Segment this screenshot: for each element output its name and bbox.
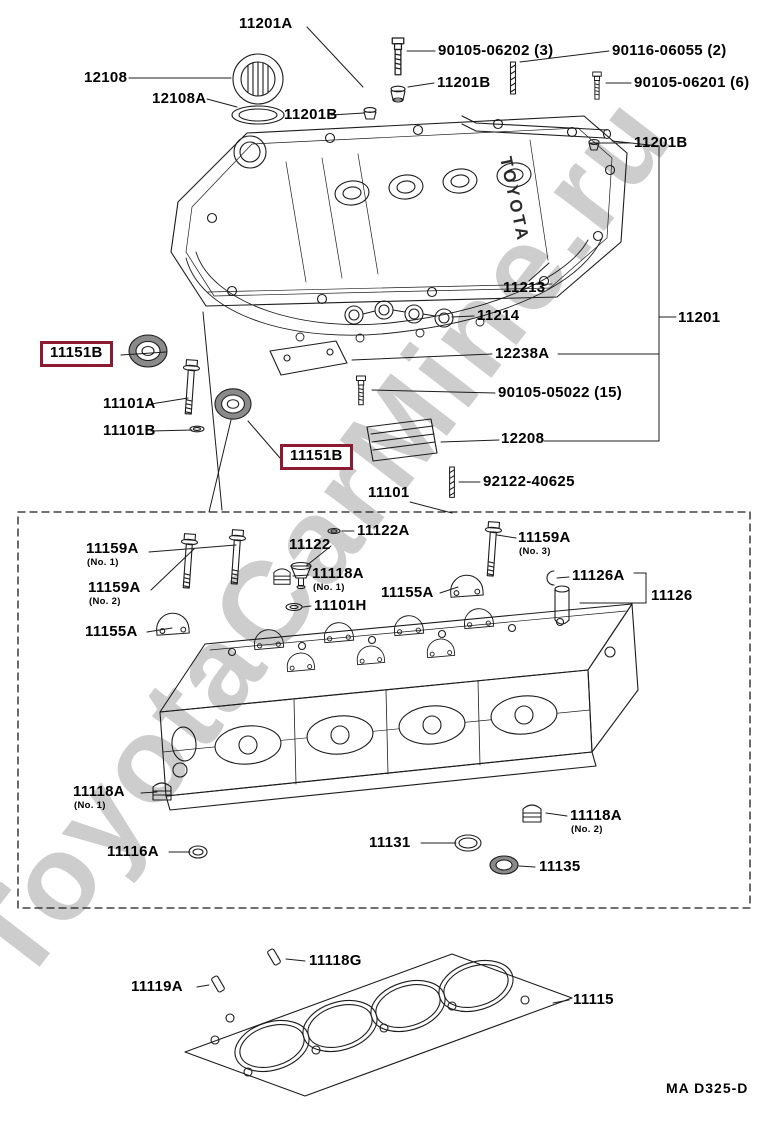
part-11126a-clip-glyph: [546, 570, 555, 586]
part-11151b-seal-glyph-mid: [214, 388, 252, 420]
part-label-11101[interactable]: 11101: [368, 484, 410, 501]
part-label-11126[interactable]: 11126: [651, 587, 693, 604]
part-number: 11159A: [86, 540, 139, 557]
part-11118g-pin-glyph: [266, 947, 282, 967]
part-11213-gasket-glyph: [185, 237, 603, 343]
part-label-12208[interactable]: 12208: [501, 430, 545, 447]
part-11155a-cap-left-glyph: [155, 611, 190, 636]
part-label-11159a-no3[interactable]: 11159A (No. 3): [518, 529, 571, 557]
part-11126-guide-glyph: [554, 585, 570, 625]
part-label-90105-06201[interactable]: 90105-06201 (6): [634, 74, 750, 91]
part-number: 11118A: [570, 807, 622, 824]
part-label-11214[interactable]: 11214: [477, 307, 520, 324]
part-number: 11159A: [518, 529, 571, 546]
part-12108a-ring-glyph: [231, 105, 285, 125]
part-label-11122a[interactable]: 11122A: [357, 522, 410, 539]
part-11159a-bolt-2-glyph: [225, 528, 247, 585]
part-number-note: (No. 2): [571, 823, 603, 835]
part-11116a-cap-glyph: [188, 845, 208, 859]
part-label-11116a[interactable]: 11116A: [107, 843, 159, 860]
part-label-11201b-3[interactable]: 11201B: [634, 134, 688, 151]
part-11118a-plug-mid-glyph: [273, 568, 291, 585]
part-11122-glyph: [290, 561, 312, 590]
part-90105-06202-bolt-glyph: [391, 37, 405, 76]
part-label-11131[interactable]: 11131: [369, 834, 411, 851]
part-label-11159a-no1[interactable]: 11159A (No. 1): [86, 540, 139, 568]
top-fasteners: [363, 37, 612, 151]
assembly-boundary-dashed-box: [17, 511, 751, 909]
part-11122a-washer-glyph: [327, 527, 341, 535]
part-11131-ring-glyph: [454, 834, 482, 852]
part-label-11201b-1[interactable]: 11201B: [437, 74, 491, 91]
part-11214-gasket-glyph: [344, 300, 454, 328]
part-number-note: (No. 3): [519, 545, 551, 557]
part-number: 11118A: [312, 565, 364, 582]
part-90116-06055-stud-glyph: [509, 61, 517, 95]
part-11155a-cap-right-glyph: [449, 573, 484, 598]
part-90105-06201-bolt-glyph: [592, 71, 602, 100]
part-label-12108a[interactable]: 12108A: [152, 90, 207, 107]
part-90105-05022-bolt-glyph: [356, 375, 366, 406]
part-label-11119a[interactable]: 11119A: [131, 978, 183, 995]
leader-lines: [120, 26, 677, 1004]
part-label-11213[interactable]: 11213: [503, 279, 546, 296]
part-label-11115[interactable]: 11115: [573, 991, 614, 1008]
part-12238a-plate-glyph: [269, 340, 348, 376]
part-11159a-bolt-3-glyph: [481, 520, 503, 577]
part-label-11118a-no1-left[interactable]: 11118A (No. 1): [73, 783, 125, 811]
part-11115-head-gasket-glyph: [184, 953, 573, 1097]
part-11118a-plug-left-glyph: [152, 782, 172, 801]
part-label-12238a[interactable]: 12238A: [495, 345, 550, 362]
part-12208-baffle-glyph: [366, 418, 438, 462]
part-11118a-plug-right-glyph: [522, 804, 542, 823]
part-12108-oil-cap-glyph: [232, 53, 284, 105]
part-label-11126a[interactable]: 11126A: [572, 567, 625, 584]
part-label-11201a[interactable]: 11201A: [239, 15, 293, 32]
part-number: 11118A: [73, 783, 125, 800]
part-label-90105-05022[interactable]: 90105-05022 (15): [498, 384, 623, 401]
part-11119a-pin-glyph: [210, 974, 226, 994]
part-number-note: (No. 2): [89, 595, 121, 607]
part-label-11118a-no2[interactable]: 11118A (No. 2): [570, 807, 622, 835]
part-number-note: (No. 1): [87, 556, 119, 568]
part-label-11201b-2[interactable]: 11201B: [284, 106, 338, 123]
part-label-11118g[interactable]: 11118G: [309, 952, 362, 969]
part-label-11159a-no2[interactable]: 11159A (No. 2): [88, 579, 141, 607]
part-label-90116-06055[interactable]: 90116-06055 (2): [612, 42, 727, 59]
part-label-12108[interactable]: 12108: [84, 69, 128, 86]
part-label-92122-40625[interactable]: 92122-40625: [483, 473, 575, 490]
part-label-90105-06202[interactable]: 90105-06202 (3): [438, 42, 554, 59]
part-label-11101b[interactable]: 11101B: [103, 422, 156, 439]
part-valve-cover-drawing: TOYOTA: [170, 115, 628, 307]
part-11151b-seal-glyph-left: [128, 334, 168, 368]
part-label-11135[interactable]: 11135: [539, 858, 581, 875]
part-label-11151b-1-highlighted[interactable]: 11151B: [40, 341, 113, 367]
part-label-11101a[interactable]: 11101A: [103, 395, 156, 412]
part-label-11122[interactable]: 11122: [289, 536, 331, 553]
part-11101b-washer-glyph: [189, 425, 205, 433]
part-label-11155a-right[interactable]: 11155A: [381, 584, 434, 601]
part-11101a-bolt-glyph: [179, 358, 201, 415]
figure-code: MA D325-D: [666, 1080, 749, 1096]
part-number: 11159A: [88, 579, 141, 596]
part-label-11201[interactable]: 11201: [678, 309, 721, 326]
part-11135-seal-glyph: [489, 855, 519, 875]
part-label-11101h[interactable]: 11101H: [314, 597, 367, 614]
part-label-11118a-no1-mid[interactable]: 11118A (No. 1): [312, 565, 364, 593]
part-11101h-ring-glyph: [285, 602, 303, 612]
cover-logo-text: TOYOTA: [496, 155, 533, 244]
part-number-note: (No. 1): [313, 581, 345, 593]
part-label-11151b-2-highlighted[interactable]: 11151B: [280, 444, 353, 470]
part-number-note: (No. 1): [74, 799, 106, 811]
part-92122-40625-stud-glyph: [449, 466, 455, 498]
part-cylinder-head-drawing: [159, 603, 639, 811]
part-label-11155a-left[interactable]: 11155A: [85, 623, 138, 640]
